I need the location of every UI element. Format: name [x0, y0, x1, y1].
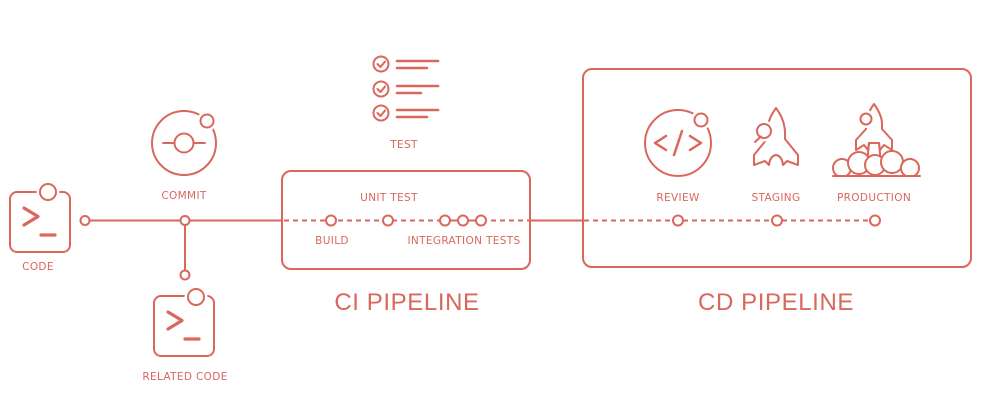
unit-test-label: UNIT TEST: [360, 192, 418, 204]
review-code-brackets-icon: [644, 109, 712, 177]
integration-tests-label: INTEGRATION TESTS: [407, 235, 521, 247]
commit-icon: [151, 110, 217, 176]
related-code-label: RELATED CODE: [142, 371, 228, 383]
production-label: PRODUCTION: [836, 192, 912, 204]
code-label: CODE: [22, 261, 54, 273]
commit-label: COMMIT: [161, 190, 207, 202]
test-label: TEST: [390, 139, 418, 151]
test-checklist-icon: [372, 55, 440, 122]
staging-rocket-icon: [753, 107, 799, 166]
build-label: BUILD: [315, 235, 349, 247]
cd-pipeline-box: [582, 68, 972, 268]
staging-label: STAGING: [751, 192, 801, 204]
review-label: REVIEW: [656, 192, 700, 204]
production-rocket-launch-icon: [818, 103, 930, 184]
related-code-terminal-icon: [153, 285, 215, 357]
code-terminal-icon: [9, 180, 71, 253]
ci-pipeline-title: CI PIPELINE: [334, 289, 480, 316]
cd-pipeline-title: CD PIPELINE: [698, 289, 854, 316]
